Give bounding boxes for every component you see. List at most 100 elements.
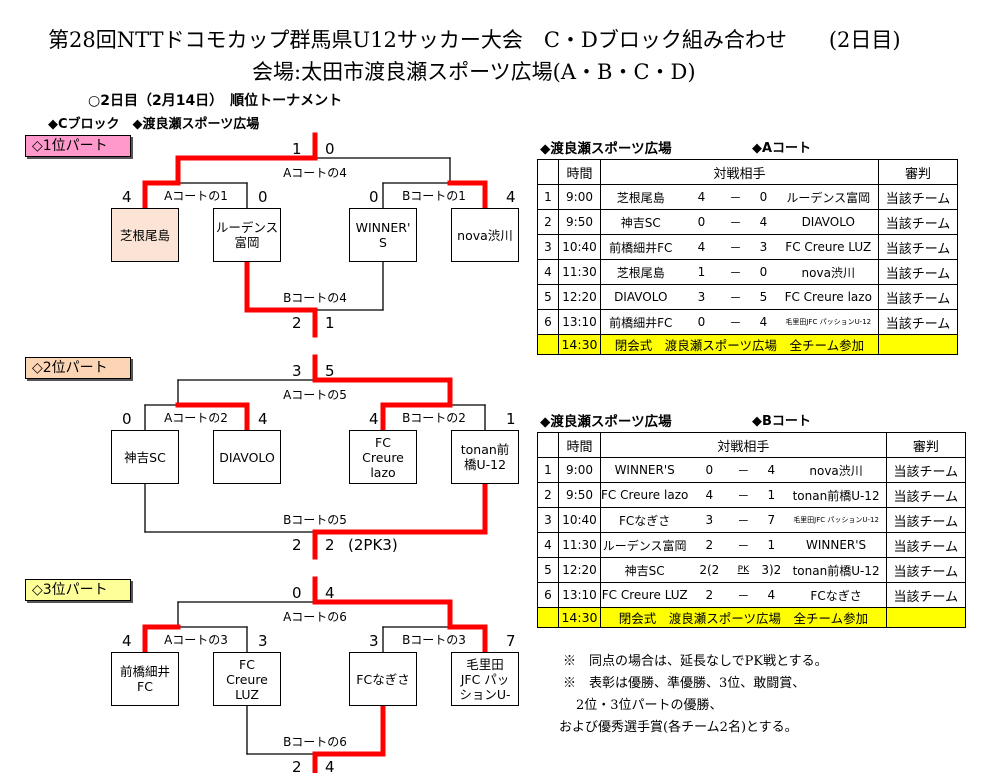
final-score-left: 3 — [292, 362, 302, 380]
final-score-right: 0 — [325, 140, 335, 158]
team-box: FC Creure lazo — [349, 430, 417, 484]
semi-right-score: 4 — [369, 410, 379, 428]
semi-left-score: 0 — [122, 410, 132, 428]
semi-right-score: 3 — [369, 632, 379, 650]
semi-left-score: 4 — [122, 632, 132, 650]
referee: 当該チーム — [878, 209, 958, 235]
header-referee: 審判 — [885, 432, 966, 458]
match-time: 10:40 — [558, 234, 601, 260]
match-no: 1 — [537, 457, 559, 483]
score-separator: － — [730, 457, 757, 483]
away-team: FC Creure LUZ — [778, 234, 879, 260]
referee: 当該チーム — [878, 184, 958, 210]
match-no: 2 — [537, 482, 559, 508]
semi-right-score: 7 — [506, 632, 516, 650]
home-team: 神吉SC — [600, 557, 689, 583]
score-separator: － — [730, 582, 757, 608]
home-score: 2 — [688, 582, 731, 608]
final-score-left: 0 — [292, 584, 302, 602]
match-no: 4 — [537, 532, 559, 558]
home-score: 0 — [680, 209, 723, 235]
match-time: 10:40 — [558, 507, 601, 533]
semi-right-court: Bコートの1 — [402, 189, 466, 203]
note-line: ※ 同点の場合は、延長なしでPK戦とする。 — [563, 654, 828, 669]
match-time: 11:30 — [558, 259, 601, 285]
semi-left-score: 0 — [258, 188, 268, 206]
match-no: 4 — [537, 259, 559, 285]
semi-left-court: Aコートの3 — [164, 633, 228, 647]
note-line: ※ 表彰は優勝、準優勝、3位、敢闘賞、 — [563, 676, 806, 691]
match-no: 5 — [537, 284, 559, 310]
match-no: 6 — [537, 309, 559, 335]
semi-left-score: 4 — [258, 410, 268, 428]
score-separator: － — [730, 507, 757, 533]
referee: 当該チーム — [885, 532, 966, 558]
final-court: Aコートの4 — [283, 166, 347, 180]
away-team: tonan前橋U-12 — [786, 557, 887, 583]
header-match: 対戦相手 — [600, 432, 887, 458]
home-score: 2 — [688, 532, 731, 558]
team-box: 芝根尾島 — [111, 208, 179, 262]
home-score: 0 — [688, 457, 731, 483]
venue-subtitle: 会場:太田市渡良瀬スポーツ広場(A・B・C・D) — [252, 60, 696, 84]
team-box: FCなぎさ — [349, 652, 417, 706]
table-court: ◆Aコート — [752, 141, 812, 156]
note-line: および優秀選手賞(各チーム2名)とする。 — [559, 720, 798, 735]
away-score: 4 — [748, 309, 779, 335]
match-no: 2 — [537, 209, 559, 235]
header-referee: 審判 — [878, 159, 958, 185]
home-score: 3 — [688, 507, 731, 533]
lower-score-right: 1 — [325, 314, 335, 332]
score-separator: － — [730, 482, 757, 508]
away-team: nova渋川 — [778, 259, 879, 285]
semi-right-score: 1 — [506, 410, 516, 428]
header-match: 対戦相手 — [600, 159, 879, 185]
home-score: 2(2 — [688, 557, 731, 583]
lower-score-left: 2 — [292, 758, 302, 773]
away-score: 1 — [756, 532, 787, 558]
home-team: FC Creure lazo — [600, 482, 689, 508]
away-score: 3)2 — [756, 557, 787, 583]
referee: 当該チーム — [885, 582, 966, 608]
away-score: 1 — [756, 482, 787, 508]
home-team: 前橋細井FC — [600, 234, 681, 260]
match-time: 9:00 — [558, 457, 601, 483]
away-team: FCなぎさ — [786, 582, 887, 608]
part-label: ◇1位パート — [25, 135, 131, 157]
match-time: 9:50 — [558, 482, 601, 508]
closing-time: 14:30 — [558, 334, 601, 355]
team-box: nova渋川 — [451, 208, 519, 262]
table-header-row: 時間対戦相手審判 — [537, 159, 958, 185]
away-team: tonan前橋U-12 — [786, 482, 887, 508]
lower-score-left: 2 — [292, 314, 302, 332]
away-score: 4 — [756, 582, 787, 608]
lower-score-right: 2 — [325, 536, 335, 554]
semi-right-score: 4 — [506, 188, 516, 206]
home-team: 神吉SC — [600, 209, 681, 235]
match-time: 9:50 — [558, 209, 601, 235]
score-separator: － — [722, 309, 749, 335]
home-score: 0 — [680, 309, 723, 335]
referee: 当該チーム — [885, 507, 966, 533]
block-heading: ◆Cブロック ◆渡良瀬スポーツ広場 — [48, 117, 260, 132]
team-box: 毛里田 JFC パッ ションU- — [451, 652, 519, 706]
bracket-lines — [142, 576, 488, 773]
team-box: DIAVOLO — [213, 430, 281, 484]
home-team: WINNER'S — [600, 457, 689, 483]
team-box: tonan前 橋U-12 — [451, 430, 519, 484]
match-time: 13:10 — [558, 309, 601, 335]
